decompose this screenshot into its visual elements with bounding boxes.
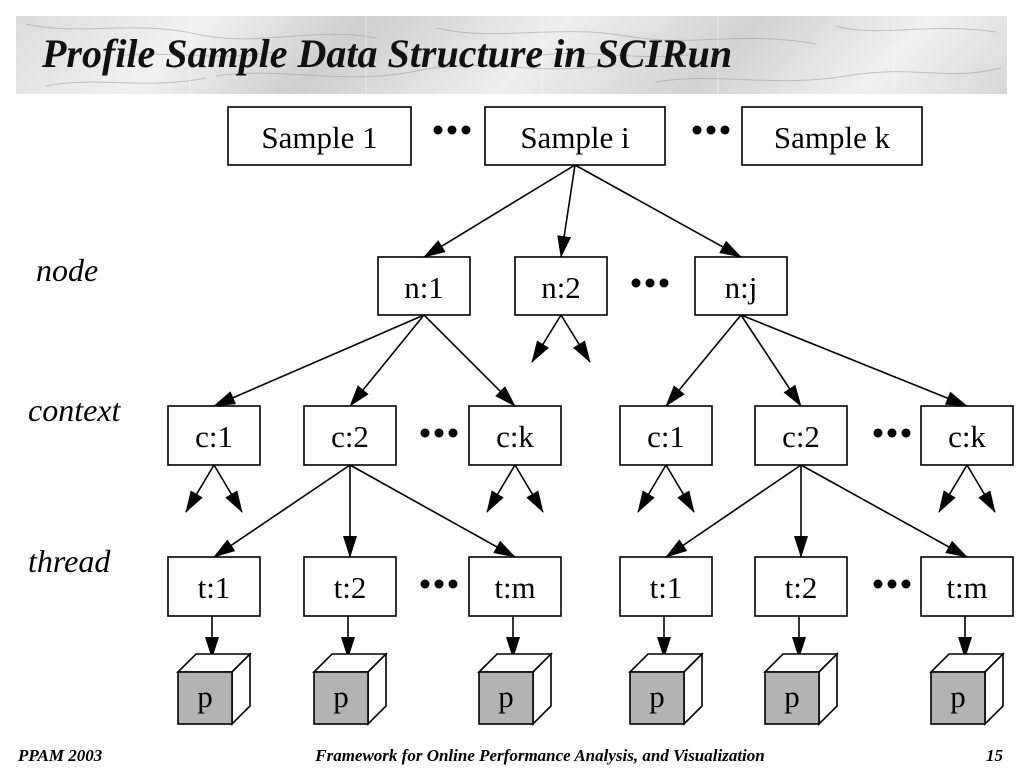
thread-label: t:1 (198, 570, 231, 605)
thread-level-label: thread (28, 543, 111, 579)
context-right-c2: c:2 (754, 405, 848, 466)
profile-cube: p (477, 652, 553, 726)
context-label: c:k (496, 419, 534, 454)
footer-conference: PPAM 2003 (17, 746, 103, 765)
profile-label: p (649, 679, 665, 714)
sample-i-label: Sample i (520, 120, 630, 155)
node-nj-label: n:j (725, 270, 758, 305)
thread-to-profile-edges (205, 616, 972, 659)
profile-label: p (784, 679, 800, 714)
ellipsis-dots (420, 428, 458, 438)
node-n2: n:2 (514, 256, 608, 316)
thread-label: t:2 (785, 570, 818, 605)
node-to-context-edges (213, 314, 968, 407)
ellipsis-dots (420, 579, 458, 589)
thread-label: t:m (494, 570, 535, 605)
thread-left-tm: t:m (468, 556, 562, 617)
node-n2-label: n:2 (541, 270, 581, 305)
node-n1: n:1 (377, 256, 471, 316)
ellipsis-dots (873, 579, 911, 589)
ellipsis-dots (631, 278, 669, 288)
context-right-c1: c:1 (619, 405, 713, 466)
ellipsis-dots (692, 125, 730, 135)
footer-page-number: 15 (986, 746, 1004, 765)
context-label: c:k (948, 419, 986, 454)
profile-cube: p (628, 652, 704, 726)
thread-right-tm: t:m (920, 556, 1014, 617)
thread-left-t2: t:2 (303, 556, 397, 617)
context-label: c:1 (195, 419, 233, 454)
profile-label: p (197, 679, 213, 714)
profile-cube: p (929, 652, 1005, 726)
context-right-ck: c:k (920, 405, 1014, 466)
profile-cube: p (312, 652, 388, 726)
context-left-ck: c:k (468, 405, 562, 466)
profile-cube: p (176, 652, 252, 726)
node-level-label: node (36, 252, 98, 288)
thread-left-t1: t:1 (167, 556, 261, 617)
footer-title: Framework for Online Performance Analysi… (314, 746, 764, 765)
sample-to-node-edges (423, 164, 742, 258)
context-to-thread-edges (185, 464, 996, 558)
context-left-c1: c:1 (167, 405, 261, 466)
context-label: c:2 (331, 419, 369, 454)
context-label: c:2 (782, 419, 820, 454)
profile-label: p (498, 679, 514, 714)
slide-title: Profile Sample Data Structure in SCIRun (42, 31, 733, 76)
thread-label: t:1 (650, 570, 683, 605)
sample-1-label: Sample 1 (261, 120, 377, 155)
node-n1-label: n:1 (404, 270, 444, 305)
sample-k-node: Sample k (741, 106, 923, 166)
profile-cube: p (763, 652, 839, 726)
ellipsis-dots (433, 125, 471, 135)
ellipsis-dots (873, 428, 911, 438)
profile-label: p (950, 679, 966, 714)
sample-k-label: Sample k (774, 120, 891, 155)
context-left-c2: c:2 (303, 405, 397, 466)
marble-texture (25, 16, 1002, 94)
title-banner: Profile Sample Data Structure in SCIRun (16, 16, 1007, 94)
context-label: c:1 (647, 419, 685, 454)
sample-i-node: Sample i (484, 106, 666, 166)
thread-right-t2: t:2 (754, 556, 848, 617)
context-level-label: context (28, 392, 122, 428)
thread-label: t:m (946, 570, 987, 605)
profile-label: p (333, 679, 349, 714)
thread-right-t1: t:1 (619, 556, 713, 617)
node-nj: n:j (694, 256, 788, 316)
thread-label: t:2 (334, 570, 367, 605)
sample-1-node: Sample 1 (227, 106, 412, 166)
